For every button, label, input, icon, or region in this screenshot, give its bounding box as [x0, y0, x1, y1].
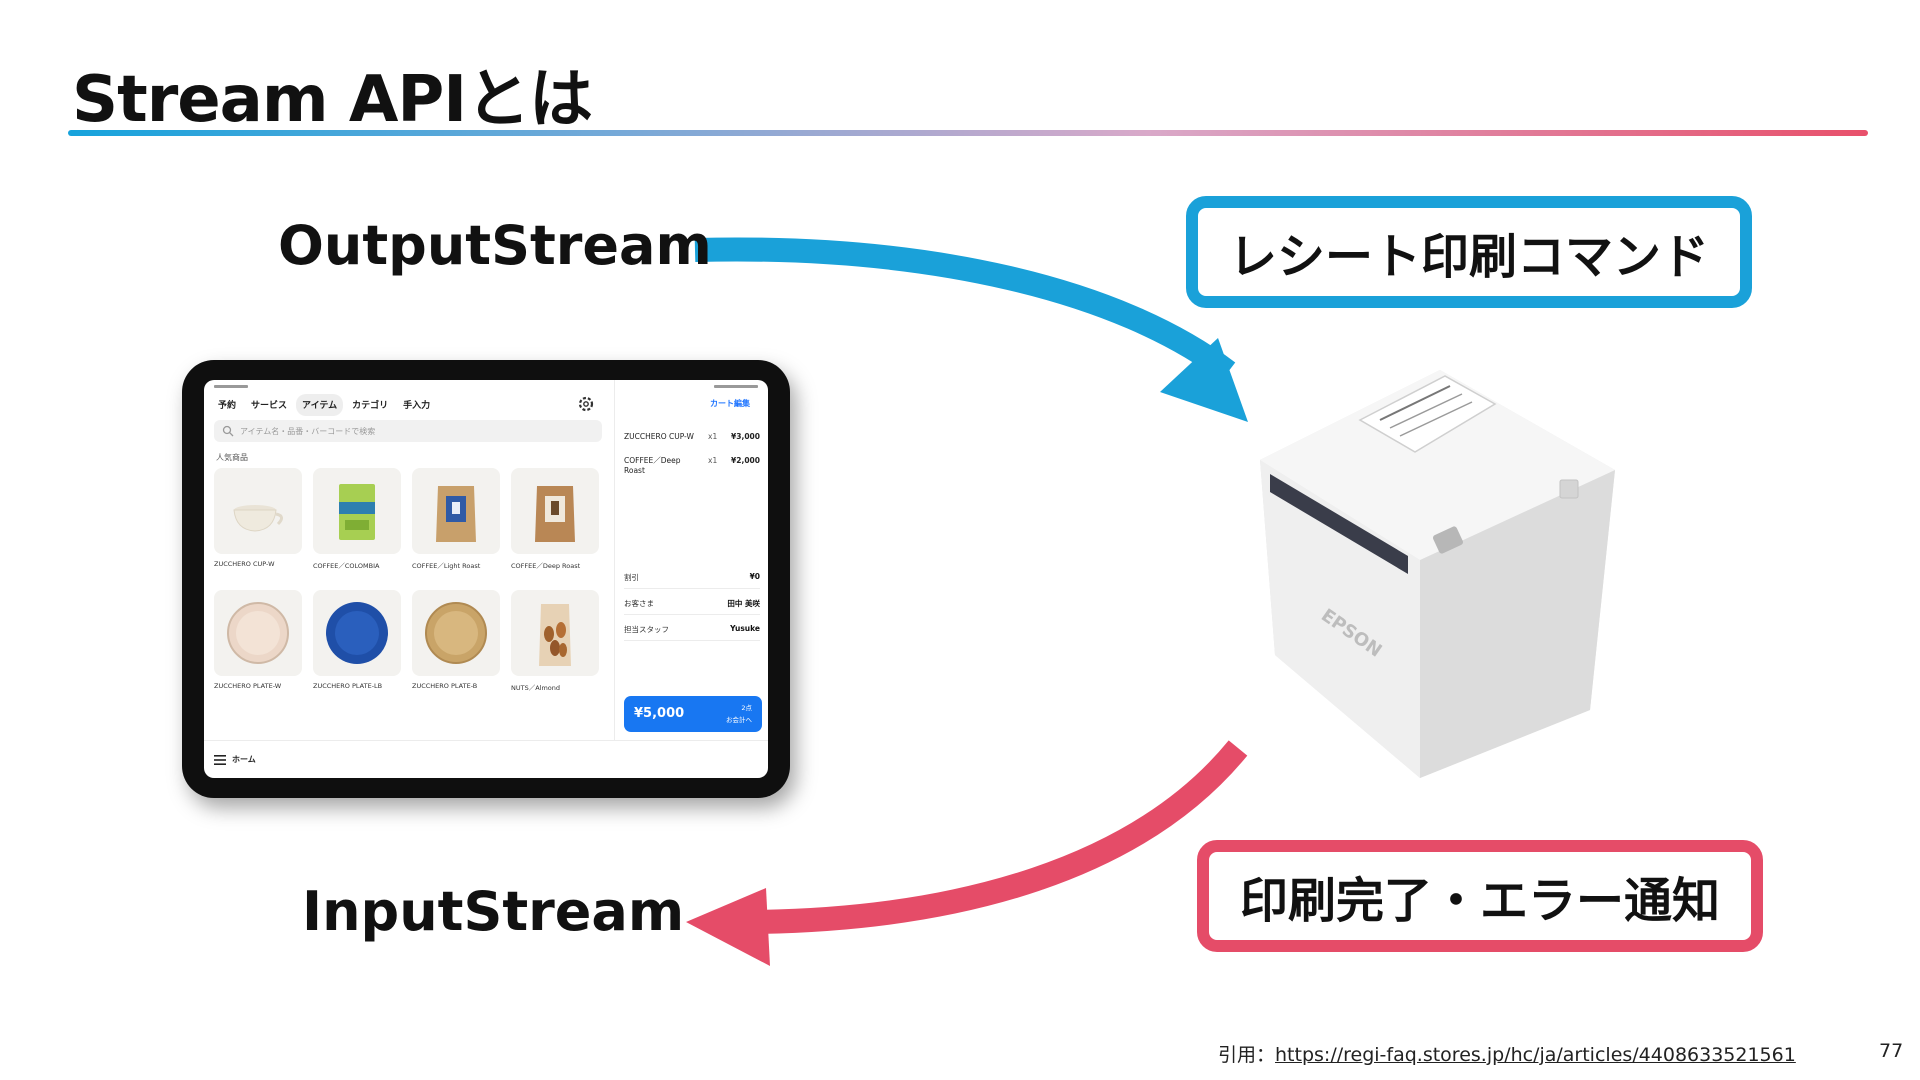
checkout-total: ¥5,000: [634, 706, 685, 721]
checkout-item-count: 2点: [741, 704, 752, 712]
discount-label: 割引: [624, 573, 639, 582]
discount-value: ¥0: [749, 572, 760, 581]
product-grid: ZUCCHERO CUP-W COFFEE／COLOMBIA: [214, 468, 608, 712]
product-name: COFFEE／Light Roast: [412, 562, 481, 570]
customer-value: 田中 美咲: [727, 599, 760, 608]
gear-icon[interactable]: [576, 394, 596, 414]
receipt-command-text: レシート印刷コマンド: [1228, 229, 1709, 285]
product-name: COFFEE／Deep Roast: [511, 562, 581, 570]
product-card[interactable]: ZUCCHERO PLATE-W: [214, 590, 302, 712]
input-arrow-head: [686, 888, 770, 966]
checkout-label: お会計へ: [726, 716, 752, 724]
tab-service[interactable]: サービス: [251, 401, 288, 411]
product-card[interactable]: COFFEE／Light Roast: [412, 468, 500, 590]
cart-line-item[interactable]: COFFEE／Deep Roast x1 ¥2,000: [624, 456, 760, 478]
plate-white-icon: [227, 602, 289, 664]
product-card[interactable]: NUTS／Almond: [511, 590, 599, 712]
staff-label: 担当スタッフ: [624, 625, 669, 634]
cart-edit-button[interactable]: カート編集: [710, 399, 750, 408]
tab-manual-entry[interactable]: 手入力: [403, 401, 431, 411]
print-notification-text: 印刷完了・エラー通知: [1239, 873, 1720, 929]
menu-icon[interactable]: [214, 755, 226, 765]
customer-row[interactable]: お客さま 田中 美咲: [624, 594, 760, 615]
product-card[interactable]: ZUCCHERO CUP-W: [214, 468, 302, 590]
input-arrow-shaft: [749, 740, 1248, 934]
cart-item-price: ¥2,000: [731, 456, 760, 465]
tablet-device: 予約 サービス アイテム カテゴリ 手入力 アイテム名・品番・バーコードで検索 …: [182, 360, 790, 798]
product-name: ZUCCHERO PLATE-B: [412, 682, 478, 690]
product-name: ZUCCHERO PLATE-W: [214, 682, 282, 690]
cart-item-name: ZUCCHERO CUP-W: [624, 432, 694, 441]
output-stream-label: OutputStream: [278, 214, 712, 277]
plate-blue-icon: [326, 602, 388, 664]
search-icon: [222, 425, 234, 437]
page-number: 77: [1879, 1040, 1904, 1062]
cart-item-qty: x1: [708, 432, 718, 441]
title-underline: [68, 130, 1868, 136]
slide-title: Stream APIとは: [72, 63, 593, 137]
product-name: ZUCCHERO PLATE-LB: [313, 682, 383, 690]
output-arrow-head: [1160, 338, 1248, 422]
citation-link[interactable]: https://regi-faq.stores.jp/hc/ja/article…: [1275, 1044, 1796, 1066]
home-nav-item[interactable]: ホーム: [232, 755, 256, 764]
discount-row[interactable]: 割引 ¥0: [624, 568, 760, 589]
product-card[interactable]: ZUCCHERO PLATE-LB: [313, 590, 401, 712]
product-name: COFFEE／COLOMBIA: [313, 562, 380, 570]
plate-beige-icon: [425, 602, 487, 664]
tab-reservation[interactable]: 予約: [218, 401, 237, 411]
customer-label: お客さま: [624, 599, 654, 608]
product-card[interactable]: COFFEE／Deep Roast: [511, 468, 599, 590]
search-input[interactable]: アイテム名・品番・バーコードで検索: [214, 420, 602, 442]
cup-icon: [233, 505, 283, 532]
cart-item-price: ¥3,000: [731, 432, 760, 441]
nuts-bag-icon: [539, 604, 571, 666]
input-stream-label: InputStream: [302, 880, 685, 943]
staff-row[interactable]: 担当スタッフ Yusuke: [624, 620, 760, 641]
receipt-printer-image: EPSON: [1260, 370, 1615, 778]
pos-nav-tabs: 予約 サービス アイテム カテゴリ 手入力: [212, 394, 436, 416]
cart-line-item[interactable]: ZUCCHERO CUP-W x1 ¥3,000: [624, 432, 760, 446]
cart-divider: [614, 380, 615, 740]
staff-value: Yusuke: [730, 624, 760, 633]
coffee-bag-green-icon: [339, 484, 375, 540]
status-bar: [214, 383, 758, 391]
tab-category[interactable]: カテゴリ: [352, 401, 389, 411]
cart-item-name: COFFEE／Deep Roast: [624, 456, 681, 475]
output-arrow-shaft: [694, 237, 1236, 382]
product-name: ZUCCHERO CUP-W: [214, 560, 275, 568]
bottom-bar: ホーム: [204, 740, 768, 778]
print-notification-box: 印刷完了・エラー通知: [1197, 840, 1763, 952]
coffee-bag-brown-icon: [535, 486, 575, 542]
product-card[interactable]: ZUCCHERO PLATE-B: [412, 590, 500, 712]
pos-app-screen: 予約 サービス アイテム カテゴリ 手入力 アイテム名・品番・バーコードで検索 …: [204, 380, 768, 778]
citation: 引用：https://regi-faq.stores.jp/hc/ja/arti…: [1218, 1040, 1796, 1067]
checkout-button[interactable]: ¥5,000 2点 お会計へ: [624, 696, 762, 732]
tab-item[interactable]: アイテム: [296, 394, 344, 416]
cart-item-qty: x1: [708, 456, 718, 465]
product-name: NUTS／Almond: [511, 684, 561, 692]
coffee-bag-blue-icon: [436, 486, 476, 542]
product-card[interactable]: COFFEE／COLOMBIA: [313, 468, 401, 590]
citation-prefix: 引用：: [1218, 1044, 1276, 1066]
receipt-command-box: レシート印刷コマンド: [1186, 196, 1752, 308]
popular-items-label: 人気商品: [216, 453, 248, 462]
search-placeholder: アイテム名・品番・バーコードで検索: [240, 426, 376, 436]
